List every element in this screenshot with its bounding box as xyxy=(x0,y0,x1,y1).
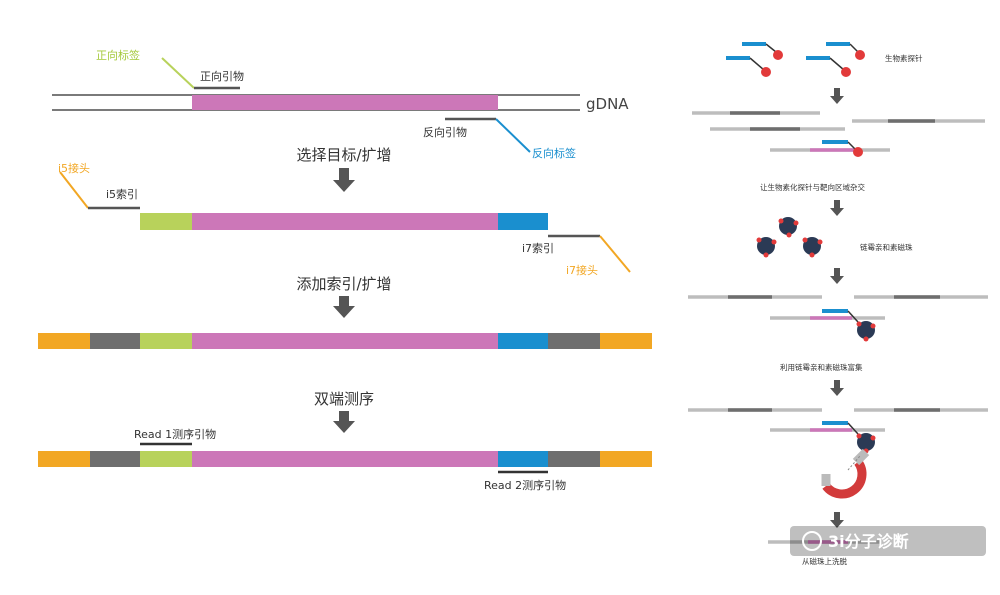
i5-adapter-label: i5接头 xyxy=(58,162,90,175)
biotin-icon xyxy=(761,67,771,77)
insert-segment xyxy=(192,451,498,467)
down-arrow-icon xyxy=(333,168,355,192)
library-stage xyxy=(38,333,652,349)
right-panel: 生物素探针 让生物素化探针与靶向区域杂交 xyxy=(688,42,988,566)
watermark: 3i分子诊断 xyxy=(790,526,986,556)
gdna-stage: gDNA 正向标签 正向引物 反向引物 反向标签 xyxy=(52,48,629,160)
read1-primer-label: Read 1测序引物 xyxy=(134,427,216,441)
biotin-icon xyxy=(855,50,865,60)
insert-segment xyxy=(192,213,498,230)
sequencing-stage: Read 1测序引物 Read 2测序引物 xyxy=(38,427,652,492)
streptavidin-beads: 链霉亲和素磁珠 xyxy=(756,217,913,258)
step-paired-end-sequencing: 双端测序 xyxy=(314,390,374,408)
down-arrow-icon xyxy=(830,380,844,396)
down-arrow-icon xyxy=(830,200,844,216)
step-select-amplify: 选择目标/扩增 xyxy=(296,146,391,164)
biotin-icon xyxy=(853,147,863,157)
i7-adapter-segment xyxy=(600,451,652,467)
down-arrow-icon xyxy=(830,512,844,528)
dna-fragments xyxy=(692,111,985,131)
chat-icon xyxy=(802,531,822,551)
i7-adapter-line xyxy=(599,235,631,273)
bead-icon xyxy=(779,217,797,235)
i5-adapter-line xyxy=(59,171,89,209)
biotin-icon xyxy=(773,50,783,60)
reverse-tag-segment xyxy=(498,451,548,467)
biotin-icon xyxy=(841,67,851,77)
step-add-index-amplify: 添加索引/扩增 xyxy=(296,275,391,293)
i7-adapter-segment xyxy=(600,333,652,349)
i7-index-label: i7索引 xyxy=(522,241,554,255)
magnet-icon xyxy=(821,448,870,499)
amplicon-stage: i5接头 i5索引 i7索引 i7接头 xyxy=(58,162,631,277)
forward-tag-segment xyxy=(140,333,192,349)
forward-tag-segment xyxy=(140,213,192,230)
forward-tag-line xyxy=(161,57,195,89)
i7-index-segment xyxy=(548,333,600,349)
streptavidin-beads-label: 链霉亲和素磁珠 xyxy=(860,242,913,252)
target-region xyxy=(192,95,498,110)
i5-index-segment xyxy=(90,451,140,467)
reverse-tag-label: 反向标签 xyxy=(532,146,576,160)
left-panel: gDNA 正向标签 正向引物 反向引物 反向标签 选择目标/扩增 i5接头 i5… xyxy=(38,48,652,492)
i5-index-segment xyxy=(90,333,140,349)
down-arrow-icon xyxy=(333,296,355,318)
wash-stage xyxy=(688,408,988,454)
reverse-tag-segment xyxy=(498,213,548,230)
forward-tag-segment xyxy=(140,451,192,467)
i7-adapter-label: i7接头 xyxy=(566,264,598,277)
insert-segment xyxy=(192,333,498,349)
bead-icon xyxy=(857,433,875,451)
elute-label: 从磁珠上洗脱 xyxy=(802,556,847,566)
biotin-probe-label: 生物素探针 xyxy=(885,53,923,63)
biotin-probe-group: 生物素探针 xyxy=(726,42,923,77)
hybridized-probe xyxy=(770,140,890,157)
read2-primer-label: Read 2测序引物 xyxy=(484,478,566,492)
enrich-label: 利用链霉亲和素磁珠富集 xyxy=(780,362,863,372)
forward-primer-label: 正向引物 xyxy=(200,69,244,83)
reverse-primer-label: 反向引物 xyxy=(423,125,467,139)
forward-tag-label: 正向标签 xyxy=(96,48,140,62)
i5-adapter-segment xyxy=(38,451,90,467)
bead-icon xyxy=(857,321,875,339)
gdna-label: gDNA xyxy=(586,95,629,113)
capture-stage xyxy=(688,295,988,342)
bead-icon xyxy=(803,237,821,255)
down-arrow-icon xyxy=(333,411,355,433)
down-arrow-icon xyxy=(830,88,844,104)
hybridize-label: 让生物素化探针与靶向区域杂交 xyxy=(760,182,865,192)
reverse-tag-segment xyxy=(498,333,548,349)
i5-index-label: i5索引 xyxy=(106,187,138,201)
reverse-tag-line xyxy=(495,118,531,153)
i7-index-segment xyxy=(548,451,600,467)
i5-adapter-segment xyxy=(38,333,90,349)
bead-icon xyxy=(757,237,775,255)
watermark-text: 3i分子诊断 xyxy=(828,532,909,551)
down-arrow-icon xyxy=(830,268,844,284)
